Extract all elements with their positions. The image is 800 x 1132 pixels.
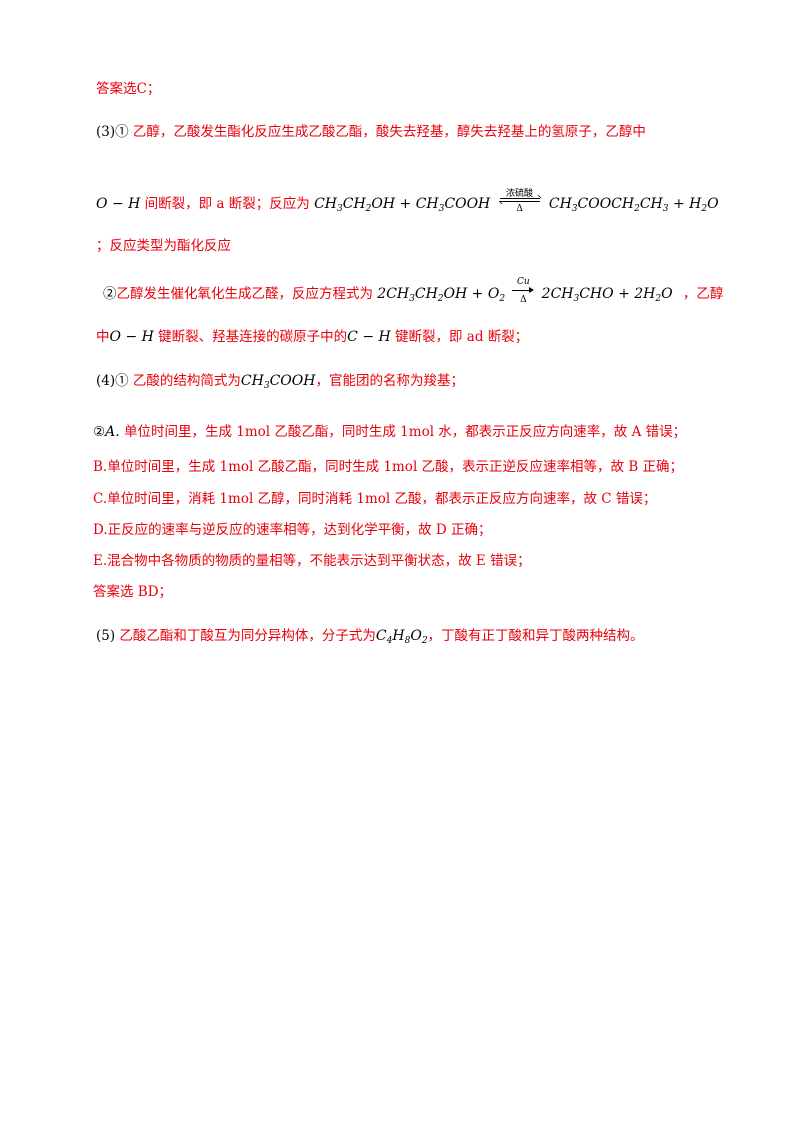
option-a-text: 单位时间里，生成 1mol 乙酸乙酯，同时生成 1mol 水，都表示正反应方向速… <box>123 424 687 440</box>
bond-break-mid: 键断裂、羟基连接的碳原子中的 <box>158 329 348 345</box>
answer-c-line: 答案选C； <box>96 77 160 97</box>
option-c-line: C.单位时间里，消耗 1mol 乙醇，同时消耗 1mol 乙酸，都表示正反应方向… <box>93 487 656 507</box>
q5-line: (5) 乙酸乙酯和丁酸互为同分异构体，分子式为C4H8O2，丁酸有正丁酸和异丁酸… <box>96 624 644 646</box>
q4-1-line: (4)① 乙酸的结构简式为CH3COOH，官能团的名称为羧基； <box>96 369 464 391</box>
esterification-intro: 间断裂，即 a 断裂；反应为 <box>144 196 310 212</box>
option-d-text: D.正反应的速率与逆反应的速率相等，达到化学平衡，故 D 正确； <box>93 522 492 538</box>
bond-break-pre: 中 <box>96 329 110 345</box>
heat-label: Δ <box>516 203 523 214</box>
q3-1-number: (3)① <box>96 124 129 140</box>
q4-1-number: (4)① <box>96 373 129 389</box>
heat-label-2: Δ <box>520 294 527 305</box>
q3-2-text: 乙醇发生催化氧化生成乙醛，反应方程式为 <box>116 286 374 302</box>
q4-1-end: ，官能团的名称为羧基； <box>315 373 464 389</box>
cu-catalyst-label: Cu <box>517 276 530 287</box>
acetic-acid-formula: CH3COOH <box>240 373 316 391</box>
answer-bd-line: 答案选 BD； <box>93 580 172 600</box>
bond-break-end: 键断裂，即 ad 断裂； <box>395 329 529 345</box>
q5-text: 乙酸乙酯和丁酸互为同分异构体，分子式为 <box>119 628 376 644</box>
bond-break-line: 中O − H 键断裂、羟基连接的碳原子中的C − H 键断裂，即 ad 断裂； <box>96 325 528 345</box>
c-h-bond: C − H <box>347 329 391 345</box>
esterification-equation-line: O − H 间断裂，即 a 断裂；反应为 CH3CH2OH + CH3COOH … <box>96 189 719 215</box>
q4-2-number: ② <box>93 424 106 440</box>
esterification-reactants: CH3CH2OH + CH3COOH <box>314 196 491 214</box>
option-d-line: D.正反应的速率与逆反应的速率相等，达到化学平衡，故 D 正确； <box>93 518 492 538</box>
q3-1-text: 乙醇，乙酸发生酯化反应生成乙酸乙酯，酸失去羟基，醇失去羟基上的氢原子，乙醇中 <box>128 124 646 140</box>
option-b-text: B.单位时间里，生成 1mol 乙酸乙酯，同时生成 1mol 乙酸，表示正逆反应… <box>93 459 684 475</box>
forward-arrow-icon: Cu Δ <box>511 277 535 305</box>
o-h-bond-2: O − H <box>109 329 154 345</box>
answer-c-text: 答案选C； <box>96 81 161 97</box>
q3-2-number: ② <box>103 286 117 302</box>
catalyst-label: 浓硫酸 <box>506 188 534 199</box>
oxidation-products: 2CH3CHO + 2H2O <box>541 286 673 304</box>
reversible-arrow-icon: 浓硫酸 Δ <box>498 189 542 215</box>
oxidation-reactants: 2CH3CH2OH + O2 <box>377 286 506 304</box>
reaction-type-line: ；反应类型为酯化反应 <box>96 234 231 254</box>
butyric-formula: C4H8O2 <box>375 628 428 646</box>
option-a-label: A. <box>105 424 120 440</box>
q4-1-text: 乙酸的结构简式为 <box>128 373 241 389</box>
reaction-type-text: ；反应类型为酯化反应 <box>96 238 231 254</box>
answer-bd-text: 答案选 BD； <box>93 584 173 600</box>
option-b-line: B.单位时间里，生成 1mol 乙酸乙酯，同时生成 1mol 乙酸，表示正逆反应… <box>93 455 683 475</box>
o-h-bond: O − H <box>96 196 141 212</box>
q5-number: (5) <box>96 628 116 644</box>
q4-2-a-line: ②A. 单位时间里，生成 1mol 乙酸乙酯，同时生成 1mol 水，都表示正反… <box>93 420 686 440</box>
q3-2-line: ②乙醇发生催化氧化生成乙醛，反应方程式为 2CH3CH2OH + O2 Cu Δ… <box>103 277 724 305</box>
q5-end: ，丁酸有正丁酸和异丁酸两种结构。 <box>427 628 644 644</box>
option-e-line: E.混合物中各物质的物质的量相等，不能表示达到平衡状态，故 E 错误； <box>93 549 531 569</box>
option-e-text: E.混合物中各物质的物质的量相等，不能表示达到平衡状态，故 E 错误； <box>93 553 531 569</box>
q3-2-end: ，乙醇 <box>682 286 724 302</box>
q3-1-line: (3)① 乙醇，乙酸发生酯化反应生成乙酸乙酯，酸失去羟基，醇失去羟基上的氢原子，… <box>96 120 646 140</box>
esterification-products: CH3COOCH2CH3 + H2O <box>548 196 719 214</box>
option-c-text: C.单位时间里，消耗 1mol 乙醇，同时消耗 1mol 乙酸，都表示正反应方向… <box>93 491 657 507</box>
